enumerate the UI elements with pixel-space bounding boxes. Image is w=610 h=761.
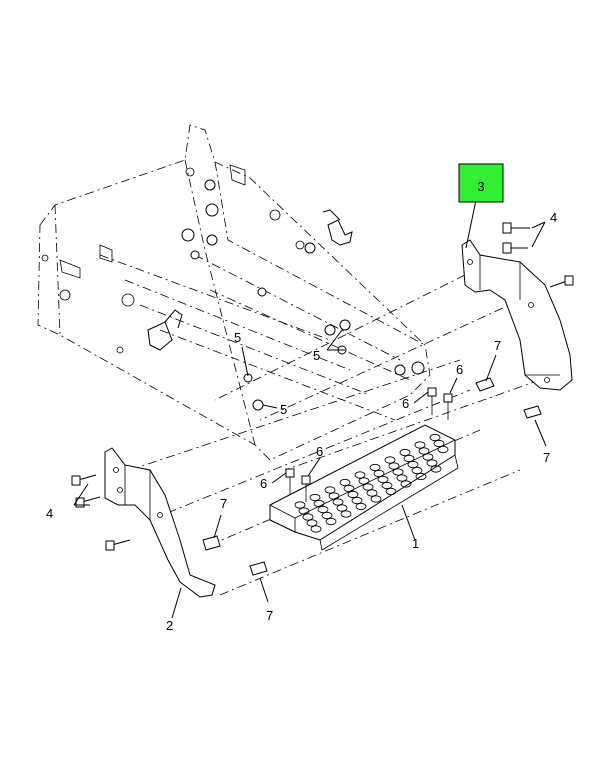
leader-lines [73, 199, 547, 619]
step-hole [309, 493, 321, 502]
step-plate [269, 424, 459, 551]
step-hole [418, 447, 430, 455]
step-hole [324, 486, 336, 494]
step-hole [437, 445, 449, 454]
right-support-bracket [461, 239, 573, 391]
bolt-group-left [71, 474, 131, 551]
callout-3[interactable]: 3 [477, 179, 484, 194]
callout-6-right: 6 [402, 396, 409, 411]
step-hole [388, 462, 400, 470]
step-plate-holes [294, 433, 449, 533]
step-hole [426, 459, 438, 467]
callout-7-left: 7 [266, 608, 273, 623]
step-hole [328, 492, 340, 500]
callout-5-upper: 5 [234, 330, 241, 345]
step-hole [370, 495, 382, 503]
step-hole [385, 487, 397, 496]
step-hole [396, 474, 408, 482]
step-hole [347, 490, 359, 499]
step-hole [298, 507, 310, 515]
step-hole [392, 468, 404, 476]
callout-4-right: 4 [550, 210, 557, 225]
step-hole [422, 453, 434, 461]
bolt-group-right [502, 222, 574, 288]
callout-3-box[interactable] [458, 163, 504, 203]
step-hole [339, 478, 351, 487]
callout-5-lower: 5 [280, 402, 287, 417]
callout-7-right-top: 7 [494, 338, 501, 353]
screws [285, 387, 453, 502]
step-hole [355, 502, 367, 511]
step-hole [321, 511, 333, 520]
callout-6-left-top: 6 [316, 444, 323, 459]
step-hole [400, 480, 412, 488]
step-hole [302, 513, 314, 521]
step-hole [317, 505, 329, 514]
step-hole [399, 448, 411, 457]
step-hole [384, 456, 396, 464]
step-hole [377, 475, 389, 484]
callout-7-right: 7 [543, 450, 550, 465]
callout-1: 1 [412, 536, 419, 551]
step-hole [306, 519, 318, 527]
step-hole [433, 439, 445, 448]
step-hole [415, 472, 427, 481]
step-hole [411, 466, 423, 475]
step-hole [354, 471, 366, 479]
step-hole [343, 484, 355, 493]
step-hole [381, 481, 393, 490]
step-hole [429, 433, 441, 442]
step-hole [362, 483, 374, 491]
step-hole [336, 504, 348, 512]
step-hole [358, 477, 370, 485]
step-hole [373, 469, 385, 478]
step-hole [313, 499, 325, 508]
callout-6-right-top: 6 [456, 362, 463, 377]
step-hole [310, 525, 322, 533]
callout-5-middle: 5 [313, 348, 320, 363]
step-hole [294, 501, 306, 509]
callout-4-left: 4 [46, 506, 53, 521]
step-hole [366, 489, 378, 497]
step-hole [369, 463, 381, 472]
frame-bracket [37, 124, 431, 461]
callout-2: 2 [166, 618, 173, 633]
nuts [202, 377, 542, 576]
alignment-lines [129, 274, 541, 596]
callout-6-left: 6 [260, 476, 267, 491]
step-hole [332, 498, 344, 506]
step-hole [407, 460, 419, 469]
step-hole [325, 517, 337, 526]
step-hole [340, 510, 352, 518]
step-hole [351, 496, 363, 505]
step-hole [414, 441, 426, 449]
left-support-bracket [104, 447, 216, 598]
step-hole [403, 454, 415, 463]
callout-7-left-top: 7 [220, 496, 227, 511]
step-hole [430, 465, 442, 473]
